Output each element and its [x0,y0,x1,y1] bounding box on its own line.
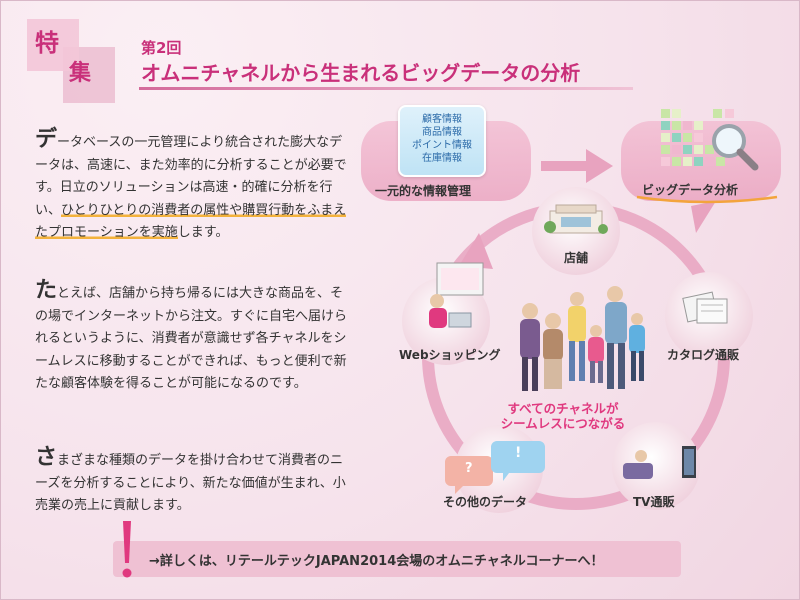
question-bubble-icon [445,456,493,494]
paragraph-3-text: まざまな種類のデータを掛け合わせて消費者のニーズを分析することにより、新たな価値… [35,453,346,513]
exclamation-icon [122,521,132,578]
paragraph-3: さまざまな種類のデータを掛け合わせて消費者のニーズを分析することにより、新たな価… [35,445,355,518]
tv-icon [623,446,696,479]
paragraph-3-initial: さ [35,445,58,470]
tv-circle [612,422,700,510]
catalog-label: カタログ通販 [667,348,740,362]
banner-text: →詳しくは、リテールテックJAPAN2014会場のオムニチャネルコーナーへ！ [149,554,604,569]
tag-char-toku: 特 [35,29,59,57]
paragraph-1-text: ータベースの一元管理により統合された膨大なデータは、高速に、また効率的に分析する… [35,135,347,218]
series-label: 第2回 [141,39,182,57]
people-group-icon [520,286,645,391]
big-data-label: ビッグデータ分析 [642,183,739,197]
tv-label: TV通販 [633,495,675,509]
web-shopping-label: Webショッピング [399,348,501,362]
exclamation-mark: ! [515,445,522,461]
paragraph-1-initial: デ [35,127,58,152]
store-label: 店舗 [564,251,589,265]
big-data-underline [636,195,778,204]
magnifier-icon [712,124,759,171]
exclamation-bubble-icon [491,441,545,481]
info-customer: 顧客情報 [422,114,462,125]
title-underline [139,87,633,90]
arrow-right-icon [541,149,613,183]
info-inventory: 在庫情報 [422,153,462,164]
tag-block-front [27,19,79,71]
store-building-icon [544,204,608,234]
page-title: オムニチャネルから生まれるビッグデータの分析 [141,61,581,85]
info-point: ポイント情報 [412,140,472,151]
data-info-box: 顧客情報 商品情報 ポイント情報 在庫情報 [398,105,486,177]
central-management-label: 一元的な情報管理 [375,184,472,198]
ring-arrow-topright-icon [691,201,716,233]
center-caption: すべてのチャネルが シームレスにつながる [500,401,626,431]
other-data-label: その他のデータ [443,495,528,509]
paragraph-2-initial: た [35,278,58,303]
paragraph-2-text: とえば、店舗から持ち帰るには大きな商品を、その場でインターネットから注文。すぐに… [35,286,348,391]
info-banner [113,541,681,577]
ring-arrow-topleft-icon [459,233,493,269]
paragraph-1: データベースの一元管理により統合された膨大なデータは、高速に、また効率的に分析す… [35,127,355,245]
web-shopper-icon [429,262,484,328]
tag-char-shu: 集 [69,61,92,86]
info-product: 商品情報 [422,127,462,138]
big-data-grid-icon [661,109,734,166]
paragraph-2: たとえば、店舗から持ち帰るには大きな商品を、その場でインターネットから注文。すぐ… [35,278,355,396]
paragraph-1-text-end: します。 [177,225,229,240]
catalog-icon [682,291,728,324]
question-mark: ? [465,461,473,476]
